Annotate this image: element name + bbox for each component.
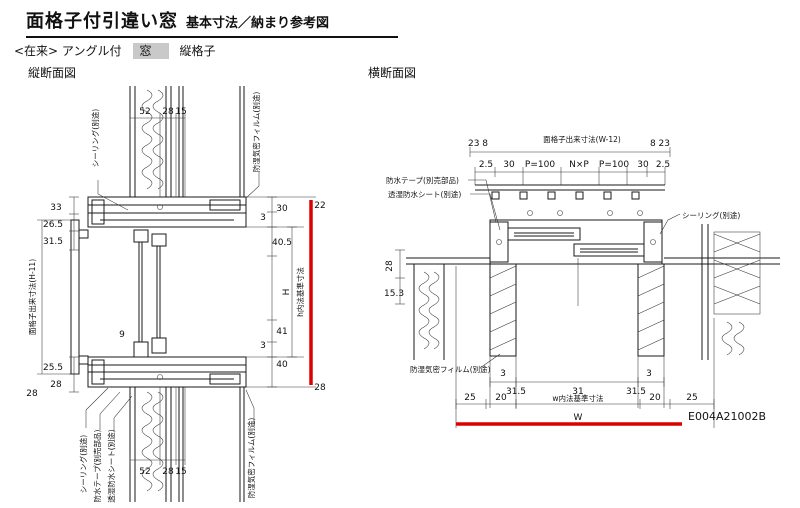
vertical-section-label: 縦断面図 — [28, 66, 77, 80]
film-label-bottom: 防湿気密フィルム(別途) — [246, 418, 256, 499]
dim-28-wall: 28 — [385, 260, 395, 272]
dim-52-bottom: 52 — [139, 467, 150, 477]
vertical-section-drawing: 52 28 15 52 28 15 33 26.5 31.5 25.5 28 2… — [26, 86, 326, 503]
frame-head-sill-section — [87, 196, 247, 388]
dim-40: 40 — [276, 360, 288, 370]
page-header: 面格子付引違い窓基本寸法／納まり参考図 — [26, 7, 398, 38]
wall-section-top — [129, 86, 245, 197]
sash-glass-section — [133, 229, 167, 358]
dim-30-right: 30 — [637, 160, 649, 170]
spec-suffix: 縦格子 — [179, 44, 216, 58]
dim-23-8: 23 8 — [468, 139, 488, 149]
spec-prefix: <在来> アングル付 — [14, 44, 122, 58]
dim-9: 9 — [119, 330, 125, 340]
dim-15-bottom: 15 — [175, 467, 186, 477]
dim-25-left: 25 — [464, 393, 475, 403]
drawing-code: E004A21002B — [688, 410, 767, 423]
dim-41: 41 — [276, 327, 287, 337]
spec-line: <在来> アングル付窓縦格子 — [14, 42, 215, 59]
page-subtitle: 基本寸法／納まり参考図 — [186, 16, 330, 31]
dim-28-sill: 28 — [26, 389, 38, 399]
dim-26-5: 26.5 — [43, 220, 63, 230]
right-panel-texts: 23 8 面格子出来寸法(W-12) 8 23 2.5 30 P=100 N×P… — [384, 134, 740, 423]
dim-31-5-left: 31.5 — [506, 387, 526, 397]
dim-30: 30 — [276, 204, 288, 214]
sealing-label-top: シーリング(別途) — [90, 109, 100, 167]
dim-3-bottom: 3 — [260, 341, 266, 351]
sealing-label-right-panel: シーリング(別途) — [682, 210, 740, 220]
dim-20-right: 20 — [649, 393, 661, 403]
dim-25-5: 25.5 — [43, 363, 63, 373]
dim-22: 22 — [314, 201, 325, 211]
horizontal-section-drawing: 23 8 面格子出来寸法(W-12) 8 23 2.5 30 P=100 N×P… — [384, 134, 780, 428]
dim-40-5: 40.5 — [272, 238, 292, 248]
sheet-label: 透湿防水シート(別途) — [106, 429, 116, 502]
dim-15-3: 15.3 — [384, 289, 404, 299]
dim-2-5-left: 2.5 — [479, 160, 493, 170]
dim-nxp: N×P — [569, 160, 589, 170]
dim-28-top: 28 — [162, 107, 174, 117]
dim-20-left: 20 — [495, 393, 507, 403]
dim-28-right: 28 — [314, 383, 326, 393]
dim-31: 31 — [572, 387, 583, 397]
dim-pitch-left: P=100 — [525, 160, 555, 170]
spec-highlight: 窓 — [133, 43, 170, 59]
dim-15-top: 15 — [175, 107, 186, 117]
dim-3-left: 3 — [500, 369, 506, 379]
leader-lines-right-panel — [468, 179, 681, 369]
top-dimension-lines — [469, 147, 671, 185]
sheet-label-right-panel: 透湿防水シート(別途) — [388, 189, 461, 199]
dim-3-top: 3 — [260, 213, 266, 223]
wall-section-bottom — [129, 387, 245, 502]
dim-33: 33 — [50, 203, 61, 213]
dim-31-5-right: 31.5 — [626, 387, 646, 397]
dim-pitch-right: P=100 — [599, 160, 629, 170]
bottom-dimension-lines — [395, 249, 715, 428]
dim-25-right: 25 — [686, 393, 697, 403]
frame-plan — [489, 219, 663, 306]
dim-28-left-lower: 28 — [50, 380, 62, 390]
dim-52-top: 52 — [139, 107, 150, 117]
w-axis-label: w内法基準寸法 — [552, 393, 604, 403]
dimension-lines-left-panel — [37, 113, 316, 465]
film-label-right-panel: 防湿気密フィルム(別途) — [410, 364, 491, 374]
horizontal-section-label: 横断面図 — [368, 66, 417, 80]
lattice-plan — [475, 184, 665, 216]
dim-8-23: 8 23 — [650, 139, 670, 149]
dim-30-left: 30 — [503, 160, 515, 170]
tape-label-right-panel: 防水テープ(別売部品) — [386, 175, 459, 185]
film-label-top: 防湿気密フィルム(別途) — [251, 92, 261, 173]
lattice-bar-section — [70, 219, 89, 375]
leader-lines-left-panel — [85, 172, 260, 432]
page-title: 面格子付引違い窓 — [26, 11, 178, 32]
h-axis-label: h内法基準寸法 — [295, 267, 305, 317]
dim-W: W — [574, 413, 583, 423]
wall-plan — [406, 224, 780, 360]
dim-2-5-right: 2.5 — [656, 160, 670, 170]
dim-H: H — [282, 289, 292, 296]
tape-label: 防水テープ(別売部品) — [92, 429, 102, 502]
dim-31-5: 31.5 — [43, 237, 63, 247]
sealing-label-bottom: シーリング(別途) — [78, 435, 88, 493]
left-panel-texts: 52 28 15 52 28 15 33 26.5 31.5 25.5 28 2… — [26, 92, 326, 503]
dim-28-bottom: 28 — [162, 467, 174, 477]
lattice-width-label: 面格子出来寸法(W-12) — [543, 134, 621, 144]
dim-3-right: 3 — [646, 369, 652, 379]
lattice-height-label: 面格子出来寸法(H-11) — [27, 259, 37, 335]
